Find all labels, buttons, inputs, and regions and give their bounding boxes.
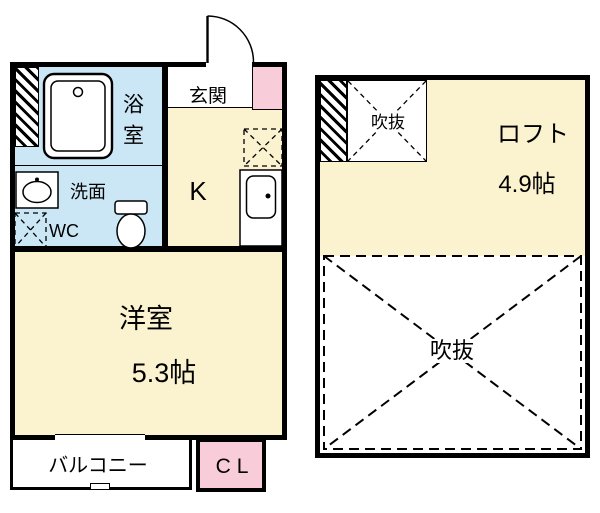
wall-horizontal-room [15, 246, 282, 252]
shoe-cabinet-area [252, 67, 282, 110]
bath-washroom-divider [15, 165, 162, 167]
main-room-label: 洋室 [119, 303, 173, 334]
closet-area [196, 438, 266, 492]
void-lower-label-text: 吹抜 [426, 339, 477, 363]
floor1-outer-wall [10, 62, 287, 440]
wall-vertical-wet-kitchen [162, 67, 168, 246]
wc-label: WC [49, 221, 79, 241]
ladder-hatch-icon [15, 67, 39, 147]
bath-label: 浴室 [120, 93, 144, 155]
balcony-label: バルコニー [48, 455, 148, 477]
ladder-hatch-icon-2 [320, 80, 347, 162]
void-upper-label-text: 吹抜 [368, 112, 408, 132]
void-lower-label: 吹抜 [413, 336, 491, 366]
entrance-area [168, 67, 252, 108]
main-room-size: 5.3帖 [131, 357, 197, 388]
balcony-area [10, 440, 192, 490]
main-room-area [15, 252, 282, 435]
loft-label: ロフト [497, 121, 569, 148]
void-upper-label: 吹抜 [359, 110, 417, 134]
door-swing-icon [206, 15, 255, 68]
closet-label: CL [215, 454, 255, 478]
loft-size: 4.9帖 [498, 171, 556, 198]
floor2-outer-wall [315, 75, 590, 458]
washroom-label: 洗面 [70, 182, 106, 202]
entrance-label: 玄関 [188, 85, 227, 107]
balcony-drain-notch [90, 483, 110, 490]
kitchen-label: K [189, 176, 207, 206]
